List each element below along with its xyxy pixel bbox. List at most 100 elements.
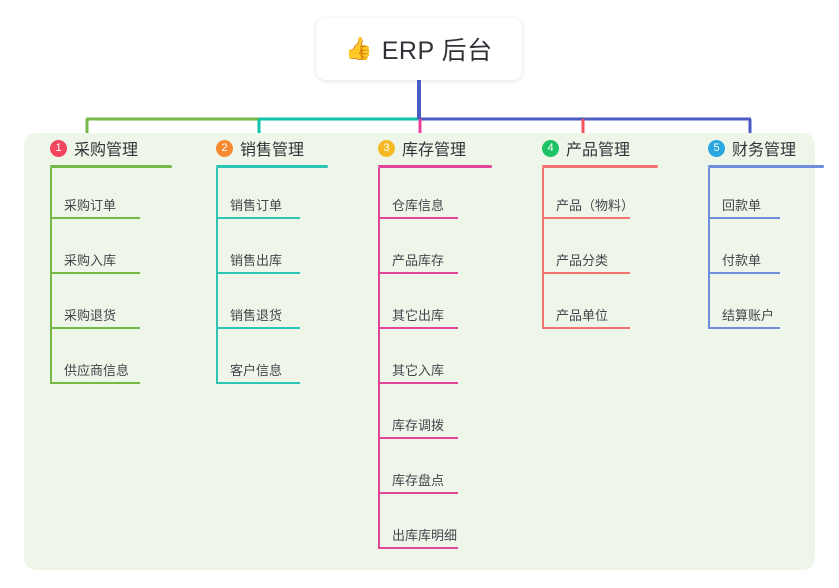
category-item-label: 采购退货 [64,308,117,323]
category-item-underline [542,327,630,329]
category-item-label: 库存盘点 [392,473,445,488]
category-items-3: 仓库信息产品库存其它出库其它入库库存调拨库存盘点出库库明细 [364,168,524,553]
category-item-underline [378,217,458,219]
category-header-5[interactable]: 5 财务管理 [694,133,839,163]
category-item[interactable]: 产品分类 [528,223,688,278]
category-item-label: 采购订单 [64,198,117,213]
category-item-label: 销售订单 [230,198,283,213]
category-item[interactable]: 库存调拨 [364,388,524,443]
category-header-2[interactable]: 2 销售管理 [202,133,360,163]
category-item-underline [216,217,300,219]
category-underline-4 [542,165,658,168]
category-item-underline [378,382,458,384]
category-column-5: 5 财务管理回款单付款单结算账户 [694,133,839,333]
category-item[interactable]: 结算账户 [694,278,839,333]
category-item-underline [378,327,458,329]
category-item-label: 其它入库 [392,363,445,378]
category-item[interactable]: 采购退货 [36,278,196,333]
category-underline-1 [50,165,172,168]
category-item-underline [50,382,140,384]
category-items-4: 产品（物料） 产品分类产品单位 [528,168,688,333]
thumbs-up-icon: 👍 [345,36,373,61]
category-underline-2 [216,165,328,168]
category-item-underline [708,272,780,274]
category-item-underline [378,547,458,549]
category-badge-1: 1 [50,139,67,157]
category-item-label: 结算账户 [722,308,775,323]
category-item[interactable]: 产品（物料） [528,168,688,223]
category-item-underline [542,217,630,219]
category-item-label: 出库库明细 [392,528,458,543]
category-item-underline [378,437,458,439]
categories-panel: 1 采购管理采购订单采购入库采购退货供应商信息 2 销售管理销售订单销售出库销售退货客… [24,133,824,570]
category-item-underline [542,272,630,274]
category-badge-2: 2 [216,139,233,157]
category-item-underline [50,217,140,219]
category-item-underline [708,217,780,219]
category-title-2: 销售管理 [240,142,305,159]
category-header-4[interactable]: 4 产品管理 [528,133,688,163]
category-item-label: 其它出库 [392,308,445,323]
category-title-3: 库存管理 [402,142,467,159]
category-item-label: 采购入库 [64,253,117,268]
category-item-label: 产品库存 [392,253,445,268]
category-header-3[interactable]: 3 库存管理 [364,133,524,163]
category-item-label: 销售出库 [230,253,283,268]
category-items-5: 回款单付款单结算账户 [694,168,839,333]
category-spine-4 [542,168,544,329]
root-node-title: ERP 后台 [381,37,493,65]
category-item[interactable]: 仓库信息 [364,168,524,223]
category-item[interactable]: 出库库明细 [364,498,524,553]
category-item[interactable]: 产品单位 [528,278,688,333]
category-item[interactable]: 供应商信息 [36,333,196,388]
category-item[interactable]: 回款单 [694,168,839,223]
category-title-1: 采购管理 [74,142,139,159]
category-spine-2 [216,168,218,384]
category-item-underline [378,272,458,274]
category-item[interactable]: 采购订单 [36,168,196,223]
category-item[interactable]: 销售出库 [202,223,360,278]
category-item-label: 销售退货 [230,308,283,323]
category-item-label: 产品分类 [556,253,609,268]
category-column-4: 4 产品管理产品（物料） 产品分类产品单位 [528,133,688,333]
category-item-underline [50,327,140,329]
category-header-1[interactable]: 1 采购管理 [36,133,196,163]
category-item[interactable]: 付款单 [694,223,839,278]
root-node[interactable]: 👍 ERP 后台 [316,18,522,80]
category-item[interactable]: 产品库存 [364,223,524,278]
category-item-underline [216,382,300,384]
category-title-5: 财务管理 [732,142,797,159]
category-item[interactable]: 其它出库 [364,278,524,333]
category-item-label: 仓库信息 [392,198,445,213]
category-title-4: 产品管理 [566,142,631,159]
category-item-label: 付款单 [722,253,762,268]
category-badge-4: 4 [542,139,559,157]
category-column-2: 2 销售管理销售订单销售出库销售退货客户信息 [202,133,360,388]
category-column-3: 3 库存管理仓库信息产品库存其它出库其它入库库存调拨库存盘点出库库明细 [364,133,524,553]
category-badge-5: 5 [708,139,725,157]
category-item-label: 客户信息 [230,363,283,378]
category-spine-5 [708,168,710,329]
category-item[interactable]: 销售退货 [202,278,360,333]
category-items-2: 销售订单销售出库销售退货客户信息 [202,168,360,388]
category-item[interactable]: 采购入库 [36,223,196,278]
category-item[interactable]: 销售订单 [202,168,360,223]
category-item-label: 库存调拨 [392,418,445,433]
category-item-label: 产品（物料） [556,198,635,213]
category-item-underline [50,272,140,274]
category-item-underline [216,272,300,274]
category-item[interactable]: 客户信息 [202,333,360,388]
category-badge-3: 3 [378,139,395,157]
category-column-1: 1 采购管理采购订单采购入库采购退货供应商信息 [36,133,196,388]
category-item-underline [708,327,780,329]
category-item[interactable]: 其它入库 [364,333,524,388]
category-item-underline [216,327,300,329]
category-item-label: 产品单位 [556,308,609,323]
category-spine-1 [50,168,52,384]
category-item[interactable]: 库存盘点 [364,443,524,498]
category-underline-3 [378,165,492,168]
category-underline-5 [708,165,824,168]
category-spine-3 [378,168,380,549]
category-item-underline [378,492,458,494]
